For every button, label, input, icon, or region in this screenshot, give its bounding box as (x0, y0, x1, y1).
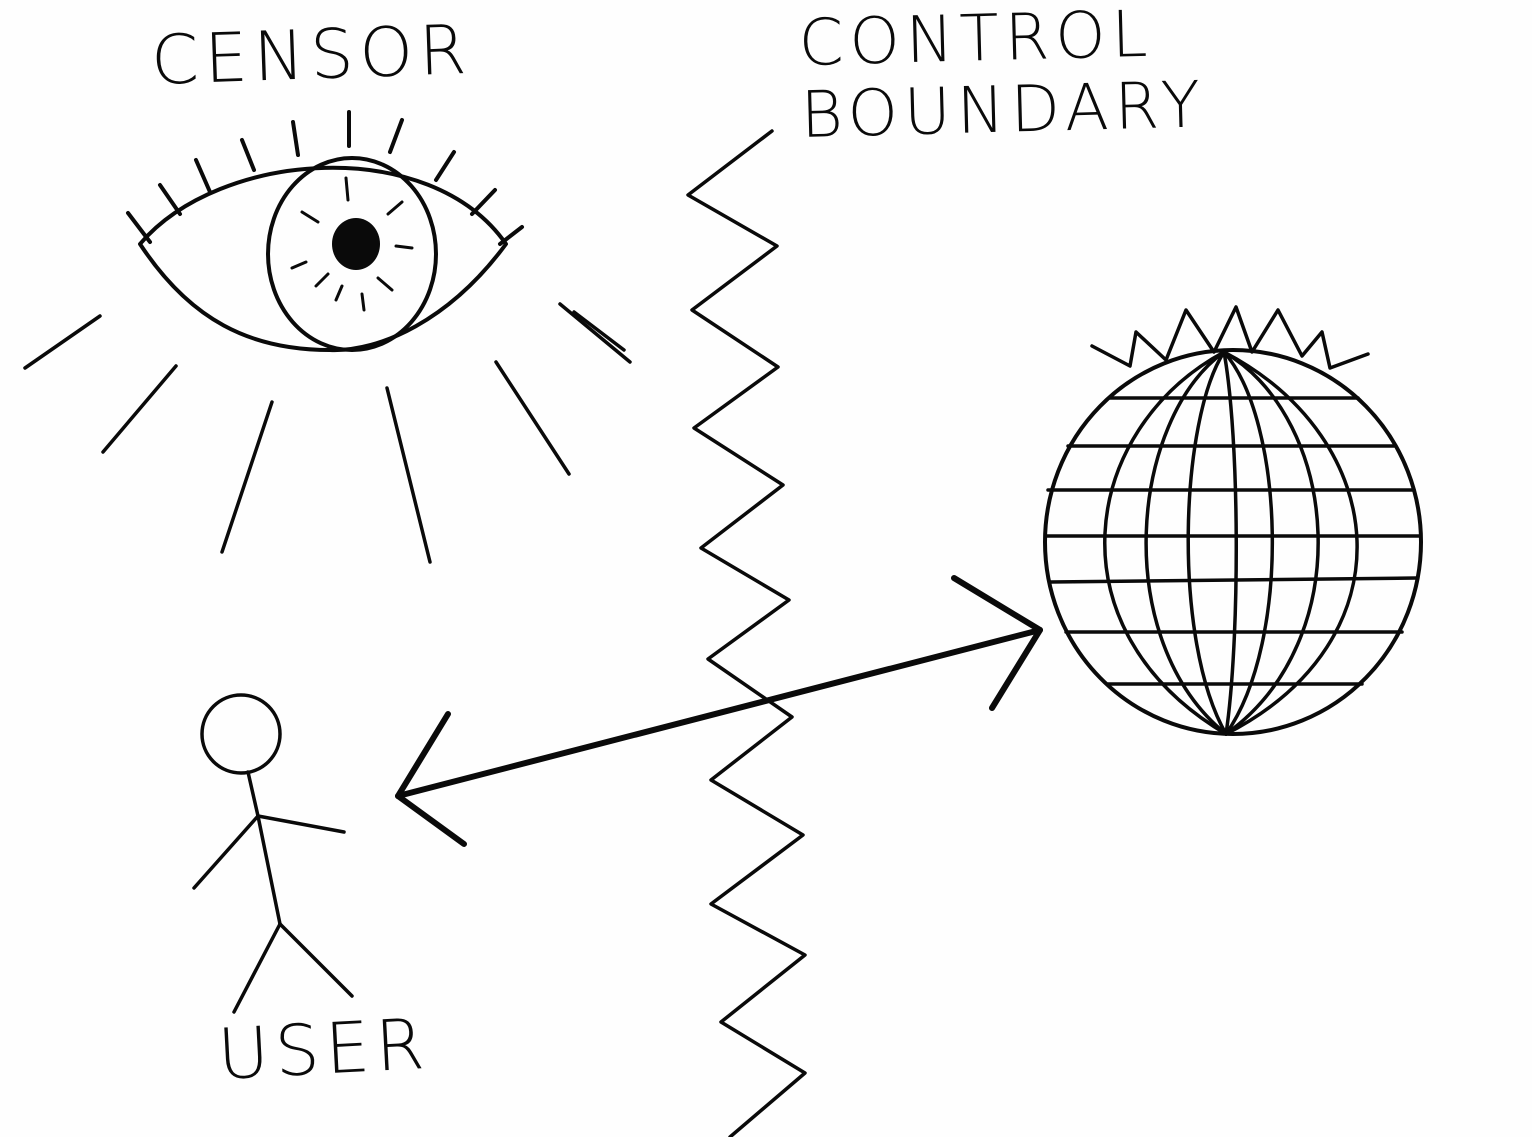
user-arm-left (192, 814, 260, 890)
globe-parallels (1044, 396, 1422, 686)
user-torso (256, 814, 282, 926)
control-boundary-label-line2: BOUNDARY (799, 68, 1207, 153)
user-neck (246, 770, 260, 818)
user-leg-right (278, 922, 354, 998)
user-label: USER (215, 1002, 433, 1096)
connection-arrow (395, 575, 1043, 847)
control-boundary-line (686, 129, 807, 1137)
globe-icon (1043, 305, 1423, 736)
iris-ticks (290, 176, 414, 312)
www-crown (1090, 305, 1370, 370)
eye-iris (266, 156, 438, 352)
user-leg-left (232, 922, 282, 1014)
eye-pupil (332, 218, 380, 270)
eyelashes (126, 110, 524, 246)
arrowhead-left (395, 711, 467, 847)
eye-icon (23, 110, 632, 564)
globe-outline (1043, 348, 1423, 736)
control-boundary-label-line1: CONTROL (797, 0, 1155, 81)
arrowhead-right (951, 575, 1043, 711)
eye-rays (23, 302, 632, 564)
arrow-shaft (395, 627, 1043, 799)
censor-label: CENSOR (149, 10, 474, 101)
globe-meridians (1103, 350, 1359, 736)
user-head (200, 693, 282, 775)
eye-outline (138, 165, 508, 353)
stick-figure-icon (192, 693, 354, 1014)
user-arm-right (256, 814, 346, 834)
